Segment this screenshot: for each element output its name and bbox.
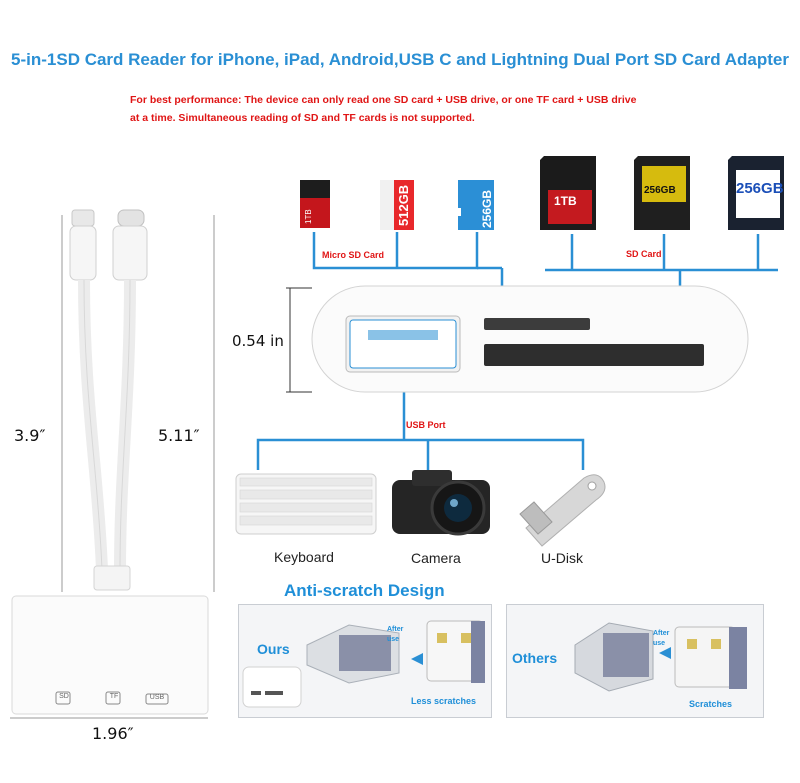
cable-product-image	[11, 209, 209, 715]
others-after-use: After use	[653, 630, 670, 647]
adapter-body	[311, 285, 749, 393]
micro-sd-label: Micro SD Card	[322, 250, 385, 260]
others-panel: Others After use Scratches	[506, 604, 764, 718]
height-dimension-label: 0.54 in	[232, 332, 284, 350]
usb-port-icon-label: USB	[149, 694, 165, 701]
keyboard-caption: Keyboard	[274, 549, 334, 565]
sd-card-256gb-black	[634, 156, 690, 230]
dimension-lines	[10, 215, 215, 719]
camera-caption: Camera	[411, 550, 461, 566]
micro-card-1-capacity: 1TB	[304, 209, 313, 224]
ours-illustration	[242, 620, 485, 708]
left-cable-length: 3.9″	[14, 426, 46, 445]
notice-line-1: For best performance: The device can onl…	[130, 94, 637, 106]
less-scratches-label: Less scratches	[411, 696, 477, 706]
sd-card-1tb	[540, 156, 596, 230]
tf-port-label: TF	[109, 693, 119, 700]
ours-after-use: After use	[387, 626, 404, 643]
udisk-image	[519, 474, 606, 547]
ours-panel: Ours After use Less scratches	[238, 604, 492, 718]
width-dimension-label: 1.96″	[92, 724, 134, 743]
micro-card-2-capacity: 512GB	[396, 184, 411, 226]
micro-sd-card-256gb	[458, 180, 494, 230]
sd-card-1-capacity: 1TB	[554, 194, 577, 208]
micro-card-3-capacity: 256GB	[480, 189, 494, 228]
notice-line-2: at a time. Simultaneous reading of SD an…	[130, 112, 475, 124]
micro-sd-card-512gb	[380, 180, 414, 230]
sd-card-256gb-blue	[728, 156, 784, 230]
keyboard-image	[235, 473, 377, 535]
page-title: 5-in-1SD Card Reader for iPhone, iPad, A…	[11, 50, 789, 69]
micro-sd-card-1tb	[300, 180, 330, 228]
sd-card-2-capacity: 256GB	[644, 185, 676, 196]
usb-port-label: USB Port	[406, 420, 446, 430]
scratches-label: Scratches	[689, 699, 733, 709]
others-label: Others	[512, 650, 558, 666]
height-dimension	[286, 287, 312, 393]
sd-card-label: SD Card	[626, 249, 662, 259]
ours-label: Ours	[257, 641, 290, 657]
camera-image	[392, 470, 490, 536]
others-illustration	[574, 622, 747, 692]
right-cable-length: 5.11″	[158, 426, 200, 445]
sd-card-3-capacity: 256GB	[736, 180, 784, 197]
sd-port-label: SD	[59, 693, 69, 700]
anti-scratch-heading: Anti-scratch Design	[284, 581, 445, 600]
udisk-caption: U-Disk	[541, 550, 583, 566]
